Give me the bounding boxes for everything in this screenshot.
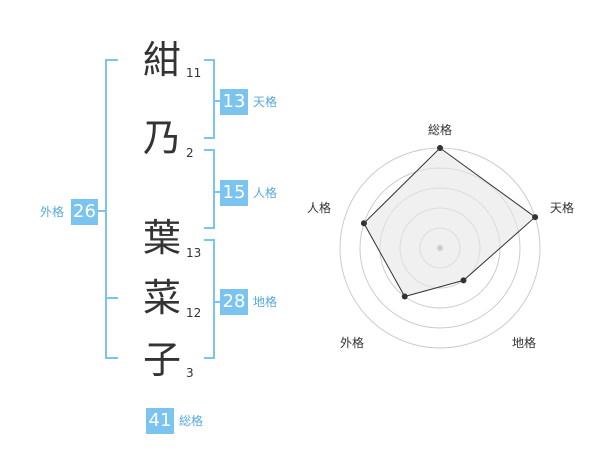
radar-center-dot (437, 245, 443, 251)
soukaku-label: 総格 (179, 414, 204, 428)
radar-point-4 (401, 293, 408, 300)
stroke-count-1: 11 (186, 66, 202, 80)
radar-label-gaikaku: 外格 (340, 335, 364, 350)
radar-point-5 (360, 220, 367, 227)
stroke-count-3: 13 (186, 246, 202, 260)
name-char-2: 乃 (142, 116, 181, 160)
radar-label-tenkaku: 天格 (550, 200, 574, 215)
name-char-4: 菜 (142, 276, 181, 320)
stroke-count-4: 12 (186, 306, 202, 320)
radar-point-1 (437, 145, 443, 151)
chikaku-label: 地格 (253, 295, 278, 309)
jinkaku-value-badge: 15 (220, 180, 248, 206)
gaikaku-value-badge: 26 (71, 199, 98, 225)
stroke-count-2: 2 (186, 146, 194, 160)
radar-points (360, 145, 539, 300)
name-char-1: 紺 (142, 38, 181, 82)
radar-polygon (363, 147, 536, 298)
tenkaku-label: 天格 (253, 95, 278, 109)
jinkaku-label: 人格 (253, 186, 278, 200)
soukaku-value-badge: 41 (146, 408, 174, 434)
radar-label-soukaku: 総格 (428, 122, 452, 137)
tenkaku-value-badge: 13 (220, 89, 248, 115)
name-char-3: 葉 (142, 216, 181, 260)
radar-label-chikaku: 地格 (512, 335, 536, 350)
radar-point-3 (460, 277, 467, 284)
radar-label-jinkaku: 人格 (307, 200, 331, 215)
gaikaku-label: 外格 (40, 205, 65, 219)
radar-point-2 (532, 214, 539, 221)
chikaku-value-badge: 28 (220, 289, 248, 315)
name-char-5: 子 (142, 338, 181, 382)
stroke-count-5: 3 (186, 366, 194, 380)
